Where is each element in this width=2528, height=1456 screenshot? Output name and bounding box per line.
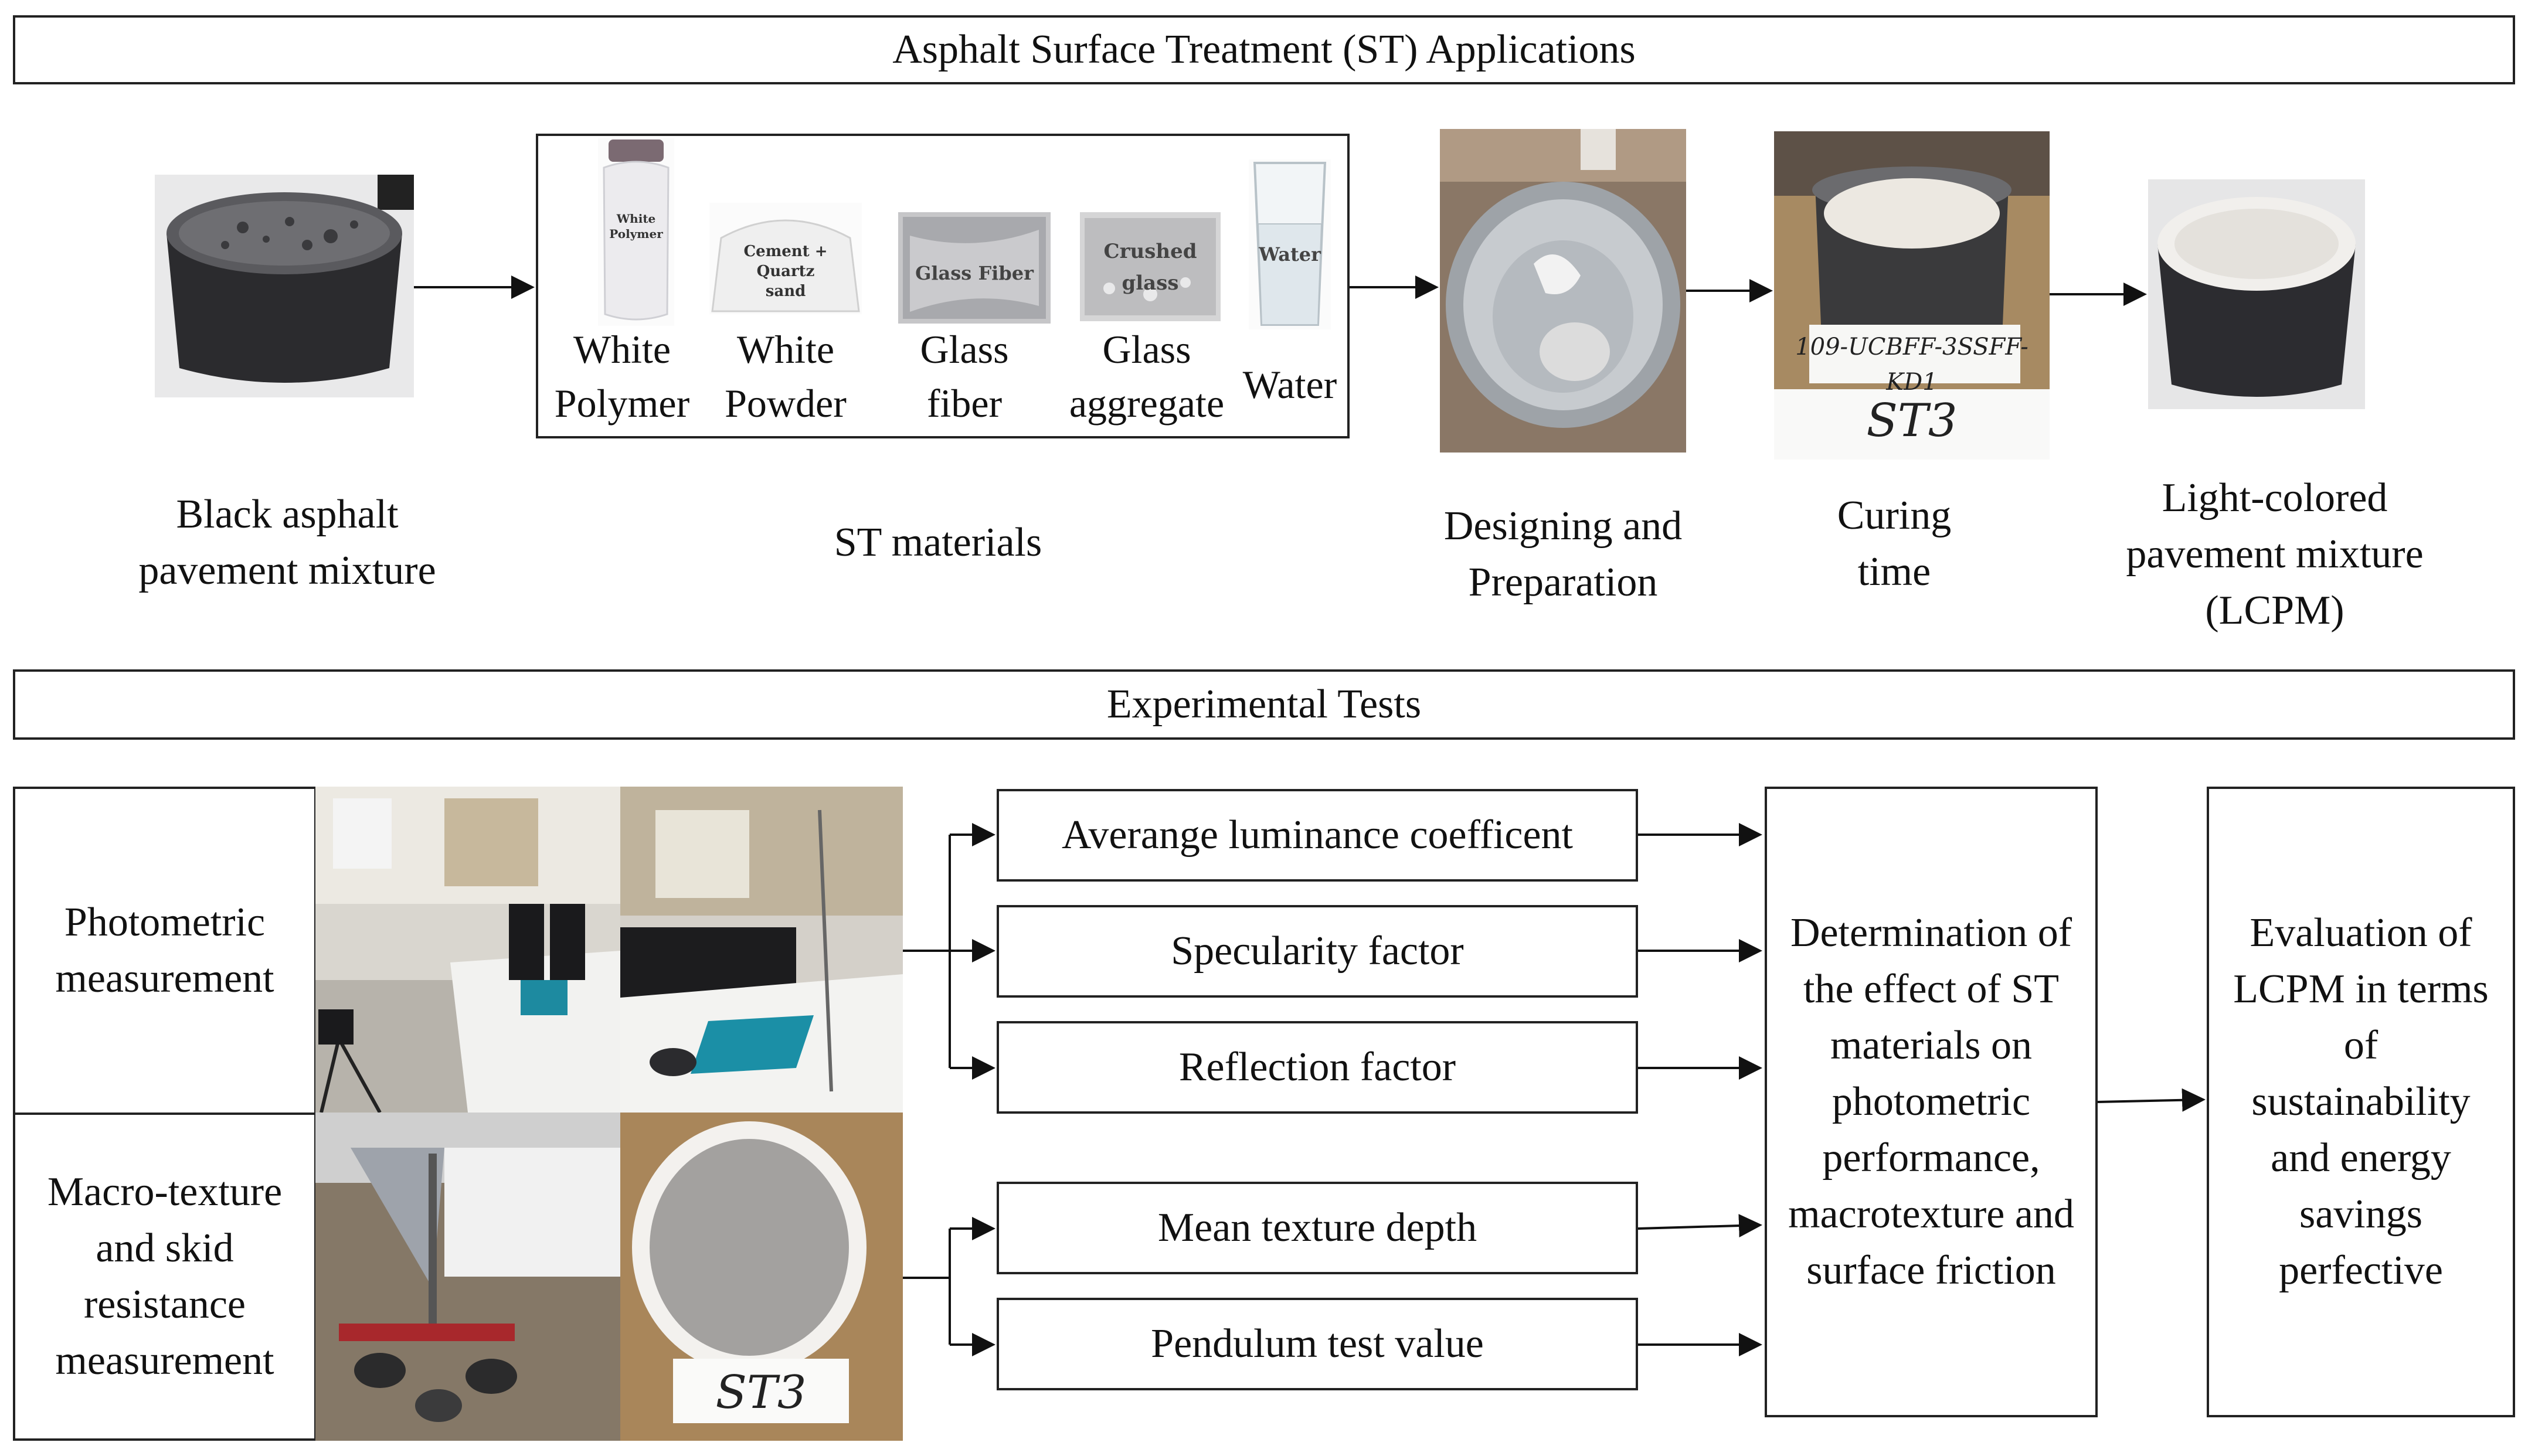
header-experimental-tests: Experimental Tests <box>13 669 2515 740</box>
header-st-applications-text: Asphalt Surface Treatment (ST) Applicati… <box>892 27 1636 72</box>
curing-sample-id: ST3 <box>1866 394 1958 447</box>
test-box-specularity: Specularity factor <box>997 905 1638 998</box>
glass-aggregate-package-text: Crushed glass <box>1103 240 1197 295</box>
test-label-luminance: Averange luminance coefficent <box>1062 812 1573 858</box>
texture-sample-id: ST3 <box>715 1366 807 1419</box>
label-st-materials: ST materials <box>834 520 1042 565</box>
white-powder-photo <box>709 203 862 314</box>
water-package-text: Water <box>1259 243 1321 266</box>
evaluation-box: Evaluation of LCPM in terms of sustainab… <box>2207 787 2515 1417</box>
material-label-water: Water <box>1242 362 1337 407</box>
white-polymer-photo <box>598 138 674 326</box>
glass-fiber-photo <box>898 212 1051 324</box>
test-label-specularity: Specularity factor <box>1171 928 1464 974</box>
arrow-texture-depth-to-determination <box>1637 1214 1762 1238</box>
macrotexture-measurement-box: Macro-texture and skid resistance measur… <box>13 1113 317 1441</box>
white-polymer-package-text: White Polymer <box>609 212 663 241</box>
designing-preparation-photo <box>1440 129 1686 453</box>
test-box-texture-depth: Mean texture depth <box>997 1182 1638 1274</box>
test-box-luminance: Averange luminance coefficent <box>997 789 1638 882</box>
water-photo <box>1249 159 1331 329</box>
texture-sample-photo <box>620 1113 903 1441</box>
header-experimental-tests-text: Experimental Tests <box>1106 682 1422 727</box>
determination-box: Determination of the effect of ST materi… <box>1765 787 2098 1417</box>
glass-aggregate-photo <box>1080 212 1221 321</box>
glass-fiber-package-text: Glass Fiber <box>915 262 1034 284</box>
header-st-applications: Asphalt Surface Treatment (ST) Applicati… <box>13 15 2515 84</box>
test-label-reflection: Reflection factor <box>1178 1045 1456 1090</box>
test-label-pendulum: Pendulum test value <box>1151 1321 1484 1366</box>
lcpm-photo <box>2148 179 2365 409</box>
test-box-pendulum: Pendulum test value <box>997 1298 1638 1390</box>
curing-time-photo <box>1774 131 2050 460</box>
arrow-determination-to-evaluation <box>2097 1088 2206 1112</box>
black-asphalt-photo <box>155 175 414 397</box>
test-label-texture-depth: Mean texture depth <box>1157 1205 1477 1250</box>
curing-sample-tag: 109-UCBFF-3SSFF-KD1 <box>1795 334 2028 396</box>
white-powder-package-text: Cement + Quartz sand <box>743 243 828 300</box>
pendulum-tester-photo <box>315 1113 620 1441</box>
test-box-reflection: Reflection factor <box>997 1021 1638 1114</box>
photometric-photo-right <box>620 787 903 1113</box>
photometric-photo-left <box>315 787 620 1113</box>
